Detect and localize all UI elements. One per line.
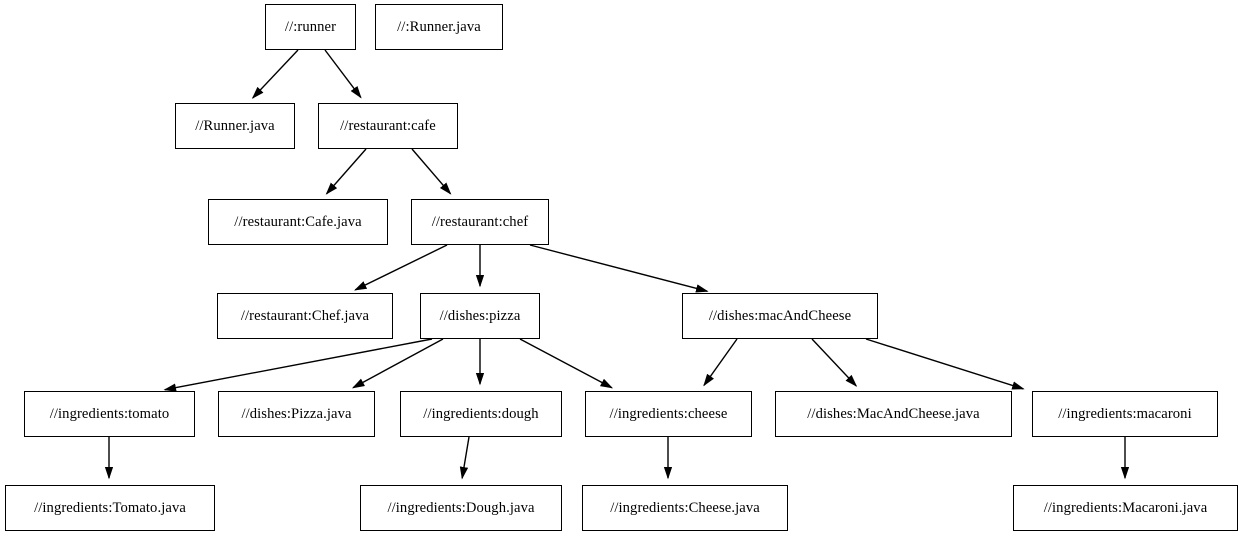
graph-node-label: //ingredients:Macaroni.java xyxy=(1043,499,1208,516)
graph-node-mac_java[interactable]: //dishes:MacAndCheese.java xyxy=(775,391,1012,437)
graph-node-label: //ingredients:cheese xyxy=(609,405,728,422)
graph-node-macaroni_java[interactable]: //ingredients:Macaroni.java xyxy=(1013,485,1238,531)
graph-node-label: //dishes:pizza xyxy=(439,307,521,324)
graph-node-pizza_java[interactable]: //dishes:Pizza.java xyxy=(218,391,375,437)
graph-node-ing_cheese[interactable]: //ingredients:cheese xyxy=(585,391,752,437)
graph-node-ing_macaroni[interactable]: //ingredients:macaroni xyxy=(1032,391,1218,437)
graph-node-label: //:Runner.java xyxy=(397,18,481,35)
graph-node-label: //dishes:MacAndCheese.java xyxy=(807,405,980,422)
graph-node-label: //ingredients:dough xyxy=(423,405,539,422)
graph-node-chef_java[interactable]: //restaurant:Chef.java xyxy=(217,293,393,339)
graph-node-label: //Runner.java xyxy=(195,117,275,134)
graph-node-runner_java[interactable]: //Runner.java xyxy=(175,103,295,149)
graph-node-tomato_java[interactable]: //ingredients:Tomato.java xyxy=(5,485,215,531)
graph-node-dishes_mac[interactable]: //dishes:macAndCheese xyxy=(682,293,878,339)
graph-node-label: //restaurant:chef xyxy=(431,213,529,230)
graph-node-cheese_java[interactable]: //ingredients:Cheese.java xyxy=(582,485,788,531)
graph-node-label: //restaurant:Cafe.java xyxy=(234,213,362,230)
graph-node-ing_dough[interactable]: //ingredients:dough xyxy=(400,391,562,437)
graph-node-restaurant_cafe[interactable]: //restaurant:cafe xyxy=(318,103,458,149)
graph-node-restaurant_chef[interactable]: //restaurant:chef xyxy=(411,199,549,245)
graph-node-label: //:runner xyxy=(284,18,337,35)
graph-node-dishes_pizza[interactable]: //dishes:pizza xyxy=(420,293,540,339)
graph-node-label: //restaurant:Chef.java xyxy=(240,307,370,324)
graph-node-label: //ingredients:tomato xyxy=(49,405,170,422)
graph-node-runner[interactable]: //:runner xyxy=(265,4,356,50)
graph-node-label: //ingredients:Cheese.java xyxy=(610,499,760,516)
graph-node-label: //dishes:Pizza.java xyxy=(241,405,352,422)
graph-node-label: //restaurant:cafe xyxy=(340,117,436,134)
graph-node-dough_java[interactable]: //ingredients:Dough.java xyxy=(360,485,562,531)
graph-node-label: //dishes:macAndCheese xyxy=(708,307,852,324)
graph-node-ing_tomato[interactable]: //ingredients:tomato xyxy=(24,391,195,437)
graph-node-label: //ingredients:Dough.java xyxy=(387,499,535,516)
graph-node-label: //ingredients:macaroni xyxy=(1058,405,1192,422)
graph-node-cafe_java[interactable]: //restaurant:Cafe.java xyxy=(208,199,388,245)
graph-node-label: //ingredients:Tomato.java xyxy=(34,499,186,516)
graph-node-runner_java_root[interactable]: //:Runner.java xyxy=(375,4,503,50)
